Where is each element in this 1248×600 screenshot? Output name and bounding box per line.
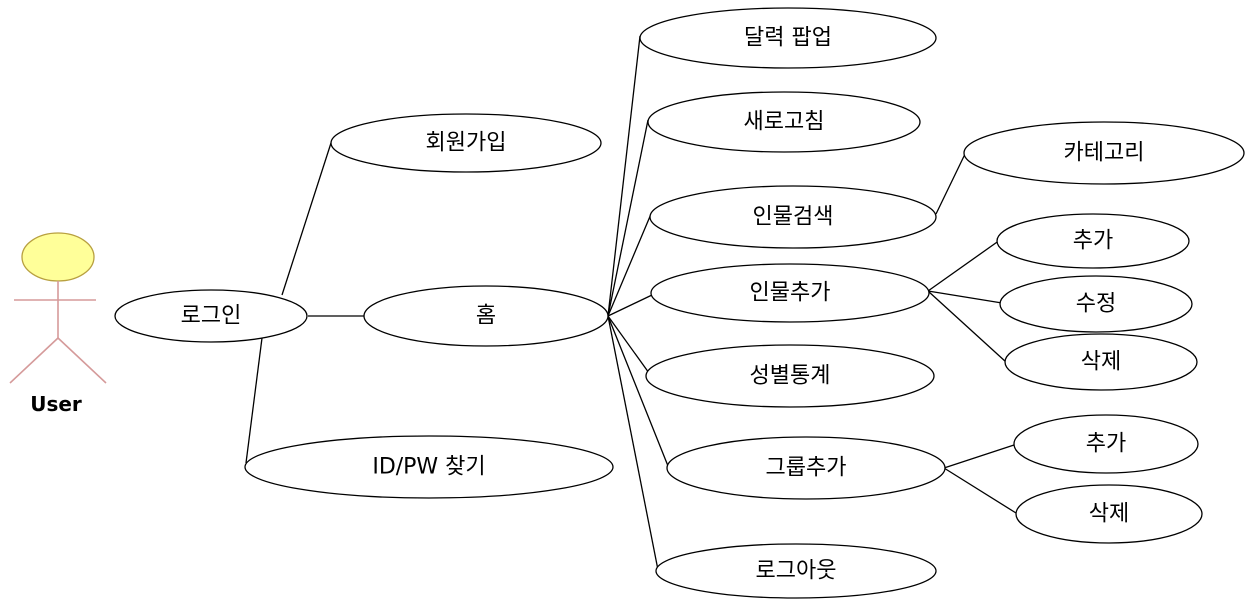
usecase-category-label: 카테고리 xyxy=(1064,141,1145,166)
actor-user: User xyxy=(9,232,107,416)
connectors xyxy=(245,35,1017,571)
usecase-logout: 로그아웃 xyxy=(655,543,937,599)
edge-search-category xyxy=(935,151,967,215)
usecase-calendar-popup: 달력 팝업 xyxy=(639,7,937,69)
usecase-login-label: 로그인 xyxy=(181,304,242,329)
usecase-signup: 회원가입 xyxy=(330,113,602,173)
usecase-logout-label: 로그아웃 xyxy=(756,559,837,584)
edge-personadd-delete xyxy=(927,290,1007,363)
edge-home-refresh xyxy=(607,119,649,317)
actor-head-icon xyxy=(21,232,95,282)
usecase-person-add-add-label: 추가 xyxy=(1073,229,1113,254)
usecase-person-add-delete-label: 삭제 xyxy=(1081,350,1121,375)
usecase-group-add-delete-label: 삭제 xyxy=(1089,502,1129,527)
usecase-refresh: 새로고침 xyxy=(647,91,921,153)
usecase-person-add-add: 추가 xyxy=(996,213,1190,269)
usecase-category: 카테고리 xyxy=(963,121,1245,185)
usecase-find-idpw: ID/PW 찾기 xyxy=(244,435,614,499)
edge-home-logout xyxy=(607,315,659,571)
edge-home-search xyxy=(607,213,652,317)
usecase-person-search-label: 인물검색 xyxy=(753,205,834,230)
edge-personadd-edit xyxy=(927,290,1003,304)
usecase-home: 홈 xyxy=(363,285,609,347)
usecase-group-add-add: 추가 xyxy=(1013,414,1199,474)
edge-login-signup xyxy=(281,142,332,296)
usecase-gender-stats: 성별통계 xyxy=(645,344,935,408)
usecase-find-idpw-label: ID/PW 찾기 xyxy=(372,455,485,480)
edge-home-personadd xyxy=(607,294,653,317)
edge-home-stats xyxy=(607,315,650,374)
usecase-group-add: 그룹추가 xyxy=(666,436,946,500)
usecase-group-add-add-label: 추가 xyxy=(1086,432,1126,457)
usecase-gender-stats-label: 성별통계 xyxy=(750,364,831,389)
edge-groupadd-add xyxy=(943,444,1015,469)
usecase-signup-label: 회원가입 xyxy=(426,131,507,156)
usecase-person-add-edit: 수정 xyxy=(999,275,1193,333)
actor-label: User xyxy=(30,392,82,416)
edge-home-groupadd xyxy=(607,315,669,467)
edge-personadd-add xyxy=(927,239,1001,292)
usecase-home-label: 홈 xyxy=(476,304,496,329)
usecase-calendar-popup-label: 달력 팝업 xyxy=(744,26,832,51)
usecase-person-add: 인물추가 xyxy=(650,263,930,323)
usecase-group-add-delete: 삭제 xyxy=(1015,484,1203,544)
edge-home-calendar xyxy=(607,35,641,317)
usecase-refresh-label: 새로고침 xyxy=(744,110,825,135)
usecase-group-add-label: 그룹추가 xyxy=(766,456,847,481)
usecase-person-add-delete: 삭제 xyxy=(1004,333,1198,391)
usecase-person-add-edit-label: 수정 xyxy=(1076,292,1116,317)
edge-groupadd-delete xyxy=(943,467,1017,514)
usecase-login: 로그인 xyxy=(114,289,308,343)
usecase-person-search: 인물검색 xyxy=(649,185,937,249)
usecase-person-add-label: 인물추가 xyxy=(750,281,831,306)
edge-login-find xyxy=(245,337,263,464)
